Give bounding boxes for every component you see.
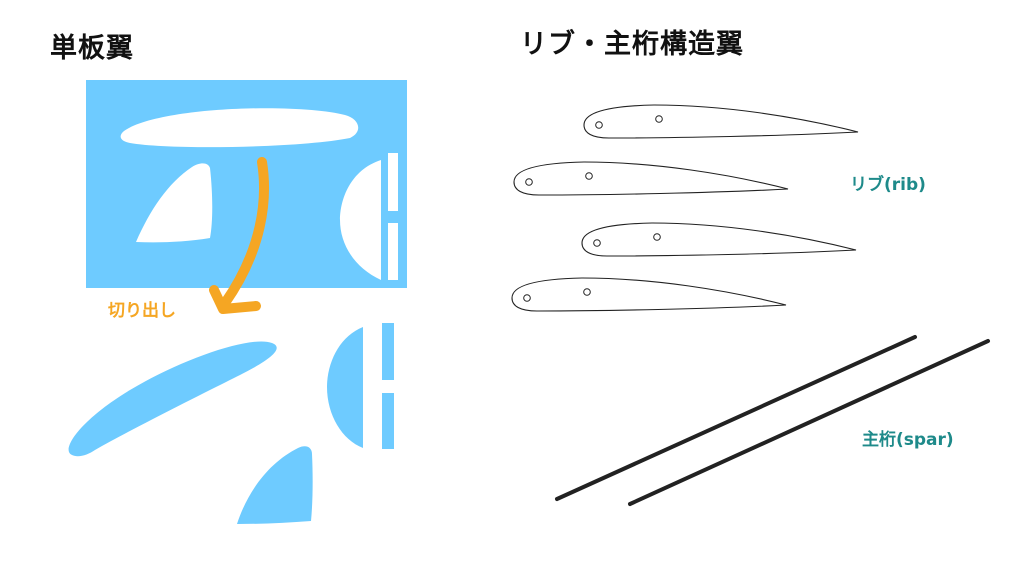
plate-sheet-with-cutouts bbox=[86, 80, 407, 288]
spar-label: 主桁(spar) bbox=[862, 430, 954, 450]
cut-piece-fin bbox=[237, 446, 313, 524]
plate-sheet bbox=[86, 80, 407, 288]
rib-airfoil-outline bbox=[583, 104, 859, 139]
rib-3 bbox=[581, 222, 857, 257]
cut-piece-rudder bbox=[327, 327, 363, 448]
cut-out-label: 切り出し bbox=[108, 301, 176, 321]
title-single-plate-wing: 単板翼 bbox=[50, 33, 134, 64]
rib-airfoil-outline bbox=[581, 222, 857, 257]
rib-hole bbox=[655, 115, 663, 123]
spar-upper bbox=[555, 335, 917, 501]
arrow-shaft bbox=[220, 157, 270, 308]
rib-hole bbox=[525, 178, 533, 186]
rib-2 bbox=[513, 161, 789, 196]
rib-hole bbox=[583, 288, 591, 296]
spar-lower bbox=[628, 339, 990, 506]
spars bbox=[555, 335, 990, 506]
cut-piece-strip-lower bbox=[382, 393, 394, 449]
rib-hole bbox=[523, 294, 531, 302]
arrow-head bbox=[209, 285, 261, 314]
rib-label: リブ(rib) bbox=[850, 175, 926, 195]
ribs bbox=[511, 104, 859, 312]
rib-hole bbox=[595, 121, 603, 129]
rib-1 bbox=[583, 104, 859, 139]
rib-hole bbox=[585, 172, 593, 180]
rib-airfoil-outline bbox=[511, 277, 787, 312]
cut-out-arrow bbox=[209, 157, 270, 314]
rib-airfoil-outline bbox=[513, 161, 789, 196]
cut-piece-strip-upper bbox=[382, 323, 394, 380]
rib-4 bbox=[511, 277, 787, 312]
cut-pieces bbox=[68, 323, 394, 524]
cut-piece-wing bbox=[68, 341, 277, 457]
title-rib-spar-wing: リブ・主桁構造翼 bbox=[520, 29, 744, 60]
rib-hole bbox=[653, 233, 661, 241]
rib-hole bbox=[593, 239, 601, 247]
